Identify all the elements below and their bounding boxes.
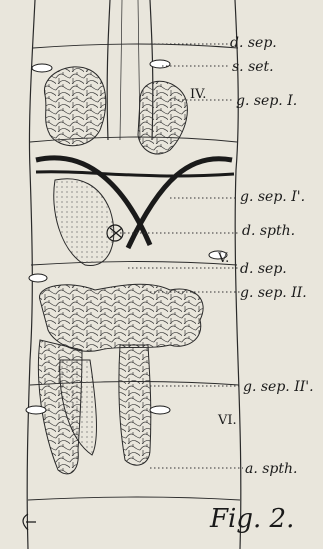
label-g-sep-II-prime: g. sep. II'. xyxy=(243,380,314,394)
label-a-spth: a. spth. xyxy=(245,462,298,476)
label-s-set: s. set. xyxy=(232,60,274,74)
corner-mark xyxy=(23,514,36,530)
segment-label-VI: VI. xyxy=(218,414,237,427)
label-d-spth: d. spth. xyxy=(242,224,295,238)
label-g-sep-II: g. sep. II. xyxy=(240,286,307,300)
segment-label-IV: IV. xyxy=(190,88,206,101)
label-d-sep-mid: d. sep. xyxy=(240,262,287,276)
figure-caption: Fig. 2. xyxy=(210,506,294,532)
label-g-sep-I-prime: g. sep. I'. xyxy=(240,190,305,204)
segment-label-V: V. xyxy=(218,252,229,265)
label-g-sep-I: g. sep. I. xyxy=(236,94,297,108)
gland-masses xyxy=(38,67,203,474)
label-d-sep: d. sep. xyxy=(230,36,277,50)
